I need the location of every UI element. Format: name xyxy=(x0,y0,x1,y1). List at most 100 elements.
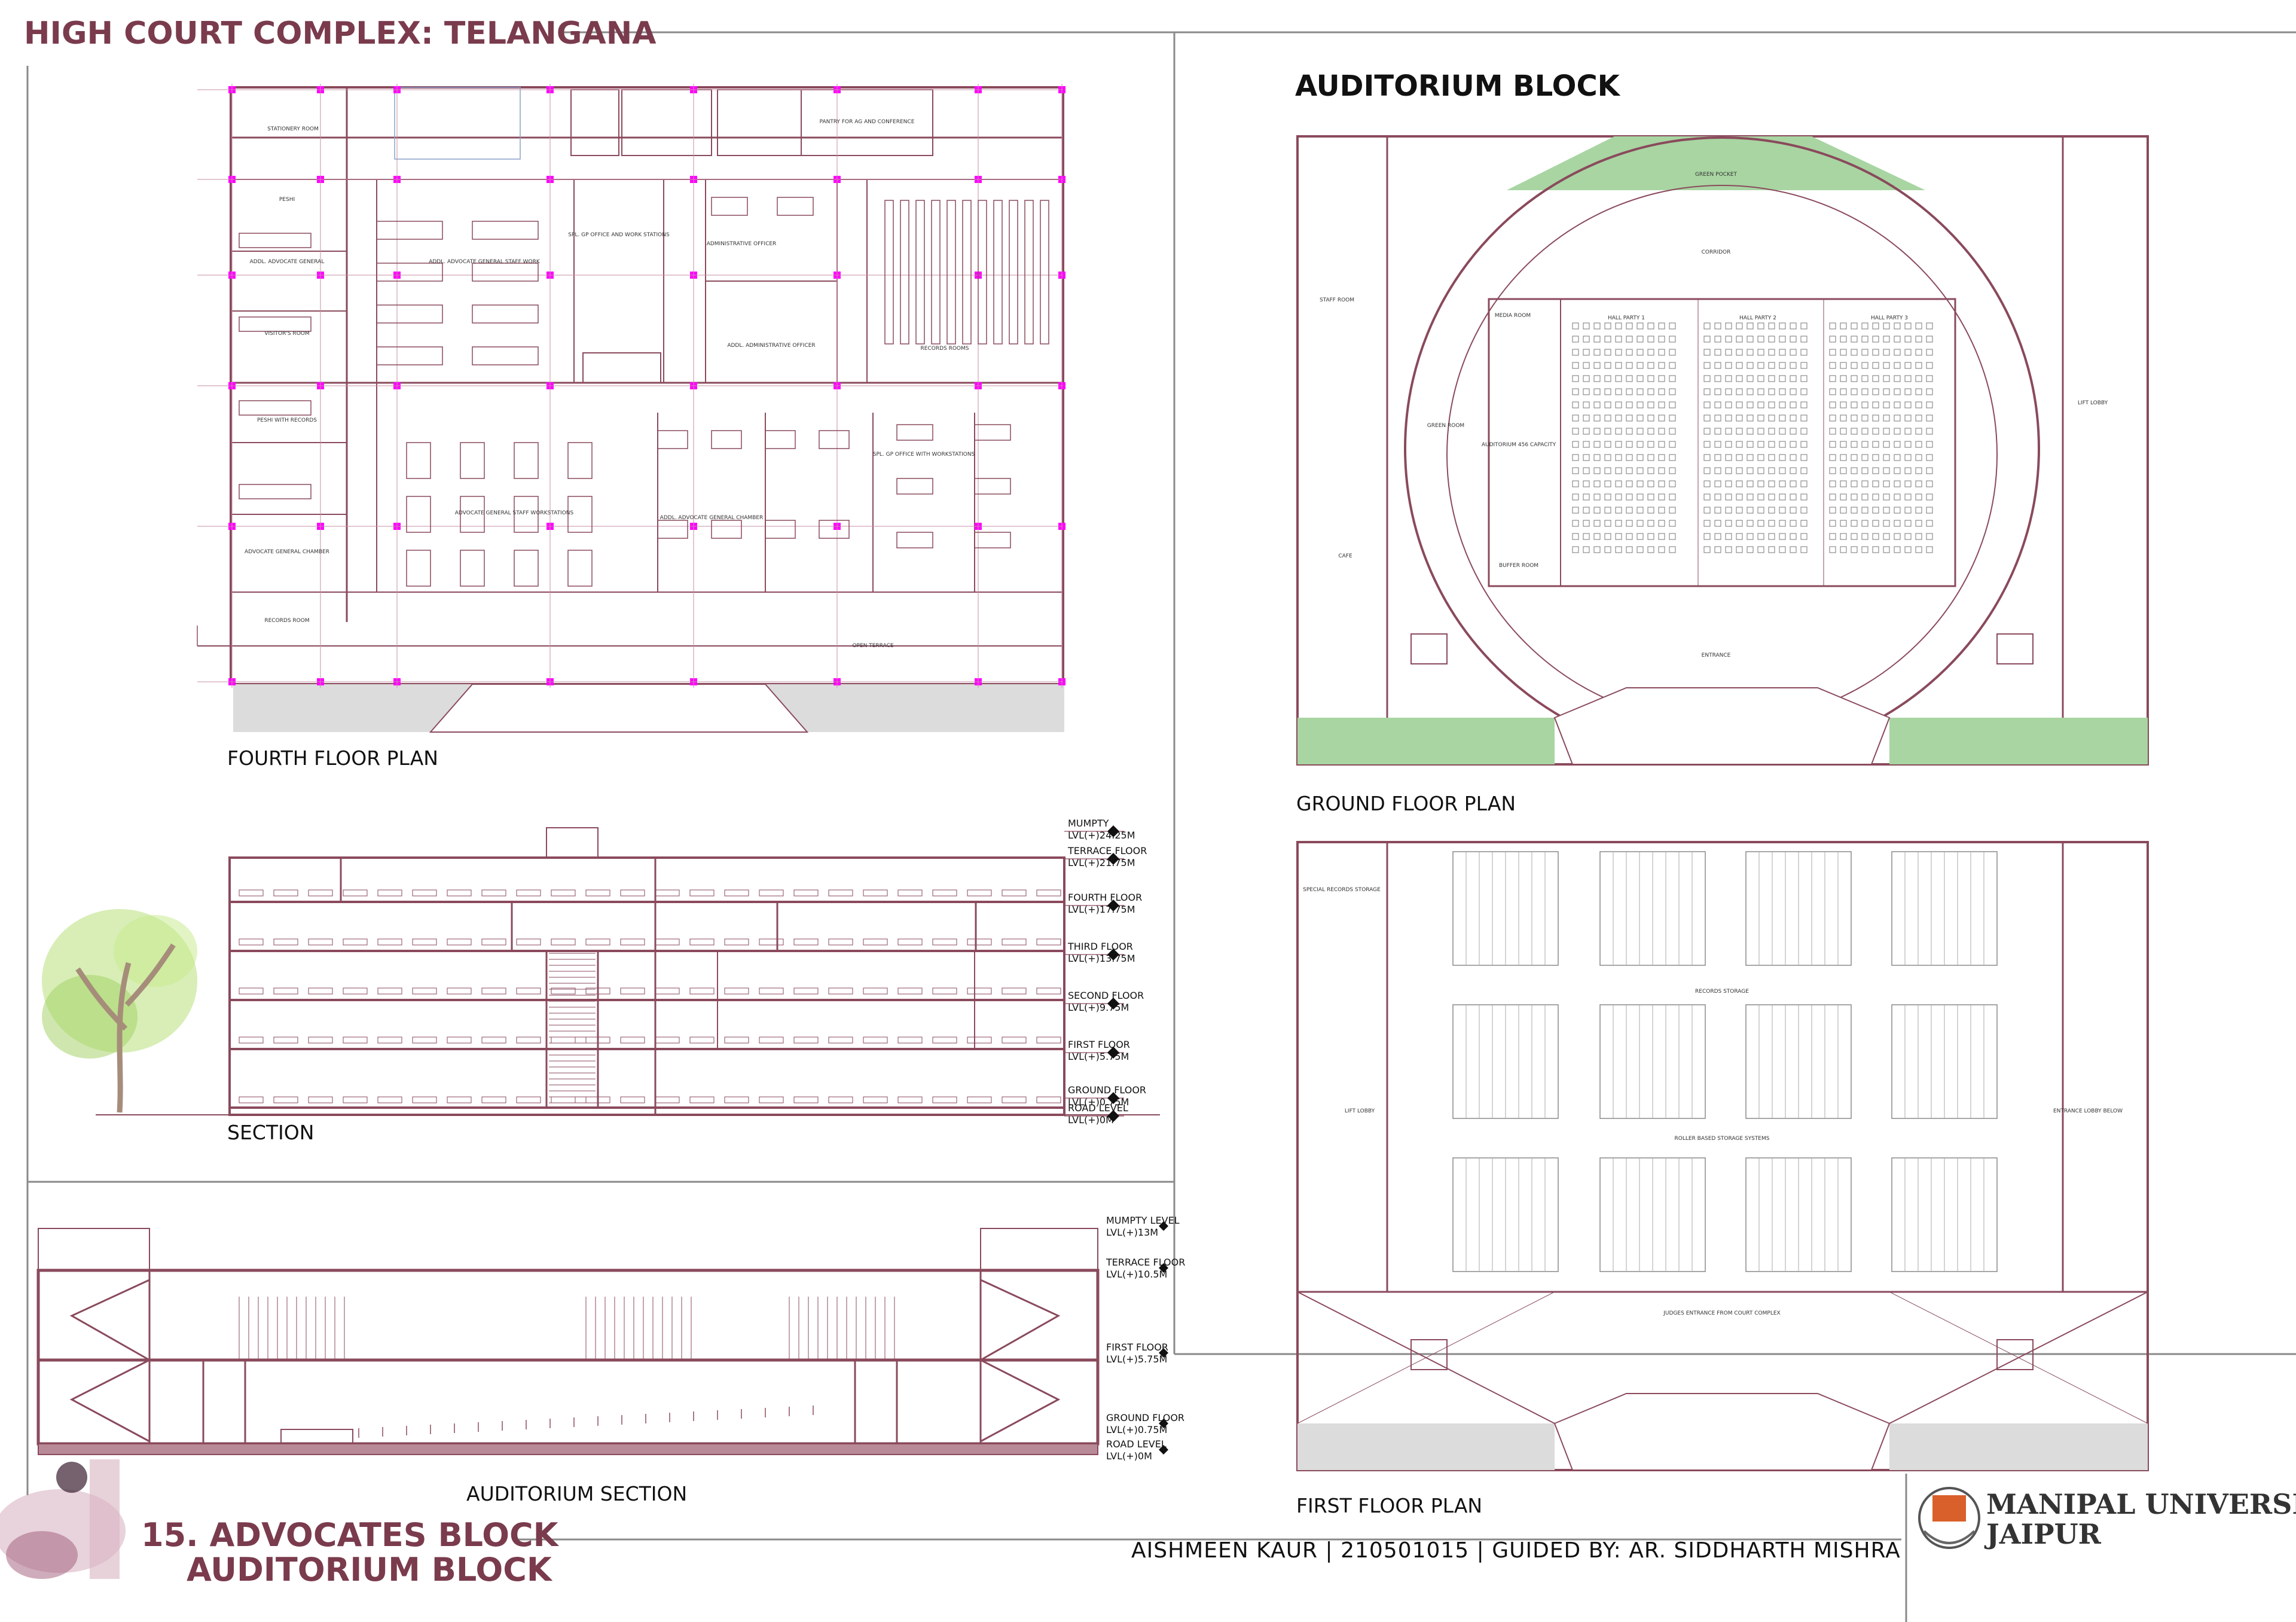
workstation xyxy=(376,221,443,240)
seat xyxy=(1593,349,1601,356)
seat xyxy=(1872,388,1879,395)
room-label: LIFT LOBBY xyxy=(1345,1108,1375,1114)
workstation xyxy=(974,478,1011,495)
seat xyxy=(1747,467,1754,474)
seat xyxy=(1583,349,1590,356)
seat xyxy=(1703,401,1711,408)
seat xyxy=(1604,533,1611,540)
seat xyxy=(1583,428,1590,435)
seat xyxy=(1829,480,1836,487)
fourth-floor-grid-lines xyxy=(197,84,1063,688)
workstation xyxy=(514,496,539,533)
seat xyxy=(1736,336,1743,343)
section-desk xyxy=(897,987,923,995)
seat xyxy=(1790,428,1797,435)
seat xyxy=(1829,454,1836,461)
seat xyxy=(1658,322,1665,330)
seat xyxy=(1626,493,1633,501)
level-marker xyxy=(1107,949,1119,961)
seat xyxy=(1894,441,1901,448)
seat xyxy=(1904,533,1912,540)
section-desk xyxy=(759,987,784,995)
seat xyxy=(1779,507,1786,514)
seat xyxy=(1615,401,1622,408)
seat xyxy=(1747,322,1754,330)
section-desk xyxy=(689,889,715,897)
seat xyxy=(1915,467,1922,474)
room-label: ENTRANCE LOBBY BELOW xyxy=(2053,1108,2123,1114)
seat xyxy=(1883,336,1890,343)
seat xyxy=(1840,507,1847,514)
seat xyxy=(1747,507,1754,514)
seat xyxy=(1703,454,1711,461)
seat xyxy=(1714,414,1721,422)
workstation xyxy=(777,197,814,216)
seat xyxy=(1669,546,1676,553)
seat xyxy=(1572,349,1579,356)
section-desk xyxy=(828,889,853,897)
seat xyxy=(1800,401,1808,408)
section-desk xyxy=(793,1096,819,1103)
seat xyxy=(1883,441,1890,448)
seat xyxy=(1790,401,1797,408)
room-label: RECORDS STORAGE xyxy=(1695,989,1749,995)
level-name: MUMPTY LEVEL xyxy=(1106,1215,1180,1226)
seat xyxy=(1703,480,1711,487)
seat xyxy=(1779,401,1786,408)
seat xyxy=(1647,533,1654,540)
seat xyxy=(1583,401,1590,408)
seat xyxy=(1904,467,1912,474)
seat xyxy=(1851,493,1858,501)
room-label: ENTRANCE xyxy=(1702,653,1731,658)
seat xyxy=(1768,401,1775,408)
seat xyxy=(1915,322,1922,330)
room-label: MEDIA ROOM xyxy=(1495,313,1531,319)
seat xyxy=(1779,454,1786,461)
seat xyxy=(1658,388,1665,395)
seat xyxy=(1658,493,1665,501)
seat xyxy=(1747,533,1754,540)
section-desk xyxy=(1002,938,1027,946)
section-desk xyxy=(481,1096,506,1103)
seat xyxy=(1872,362,1879,369)
seat xyxy=(1757,401,1764,408)
section-desk xyxy=(620,987,645,995)
seat xyxy=(1840,480,1847,487)
level-marker xyxy=(1159,1419,1168,1428)
seat xyxy=(1757,362,1764,369)
seat xyxy=(1861,454,1868,461)
seat xyxy=(1894,414,1901,422)
seat xyxy=(1636,520,1644,527)
seat xyxy=(1851,533,1858,540)
seat xyxy=(1736,388,1743,395)
seat xyxy=(1768,414,1775,422)
level-marker xyxy=(1107,1092,1119,1104)
seat xyxy=(1572,520,1579,527)
seat xyxy=(1593,493,1601,501)
seat xyxy=(1636,480,1644,487)
seat xyxy=(1904,428,1912,435)
level-value: LVL(+)21.75M xyxy=(1068,857,1135,868)
level-name: FIRST FLOOR xyxy=(1106,1341,1168,1353)
seat xyxy=(1604,428,1611,435)
caption-section: SECTION xyxy=(227,1121,315,1144)
section-desk xyxy=(585,1096,610,1103)
auditorium-seating xyxy=(239,1297,895,1438)
seat xyxy=(1790,414,1797,422)
workstation xyxy=(884,200,894,344)
section-desk xyxy=(447,1036,472,1044)
section-desk xyxy=(273,1036,298,1044)
seat xyxy=(1861,349,1868,356)
section-desk xyxy=(655,1096,680,1103)
seat xyxy=(1829,401,1836,408)
seat xyxy=(1615,454,1622,461)
seat xyxy=(1829,507,1836,514)
seat xyxy=(1747,493,1754,501)
seat xyxy=(1872,441,1879,448)
level-marker xyxy=(1107,1047,1119,1059)
room-label: PESHI xyxy=(279,197,295,203)
section-desk xyxy=(897,1096,923,1103)
workstation xyxy=(406,442,431,479)
seat xyxy=(1736,362,1743,369)
workstation xyxy=(567,496,593,533)
